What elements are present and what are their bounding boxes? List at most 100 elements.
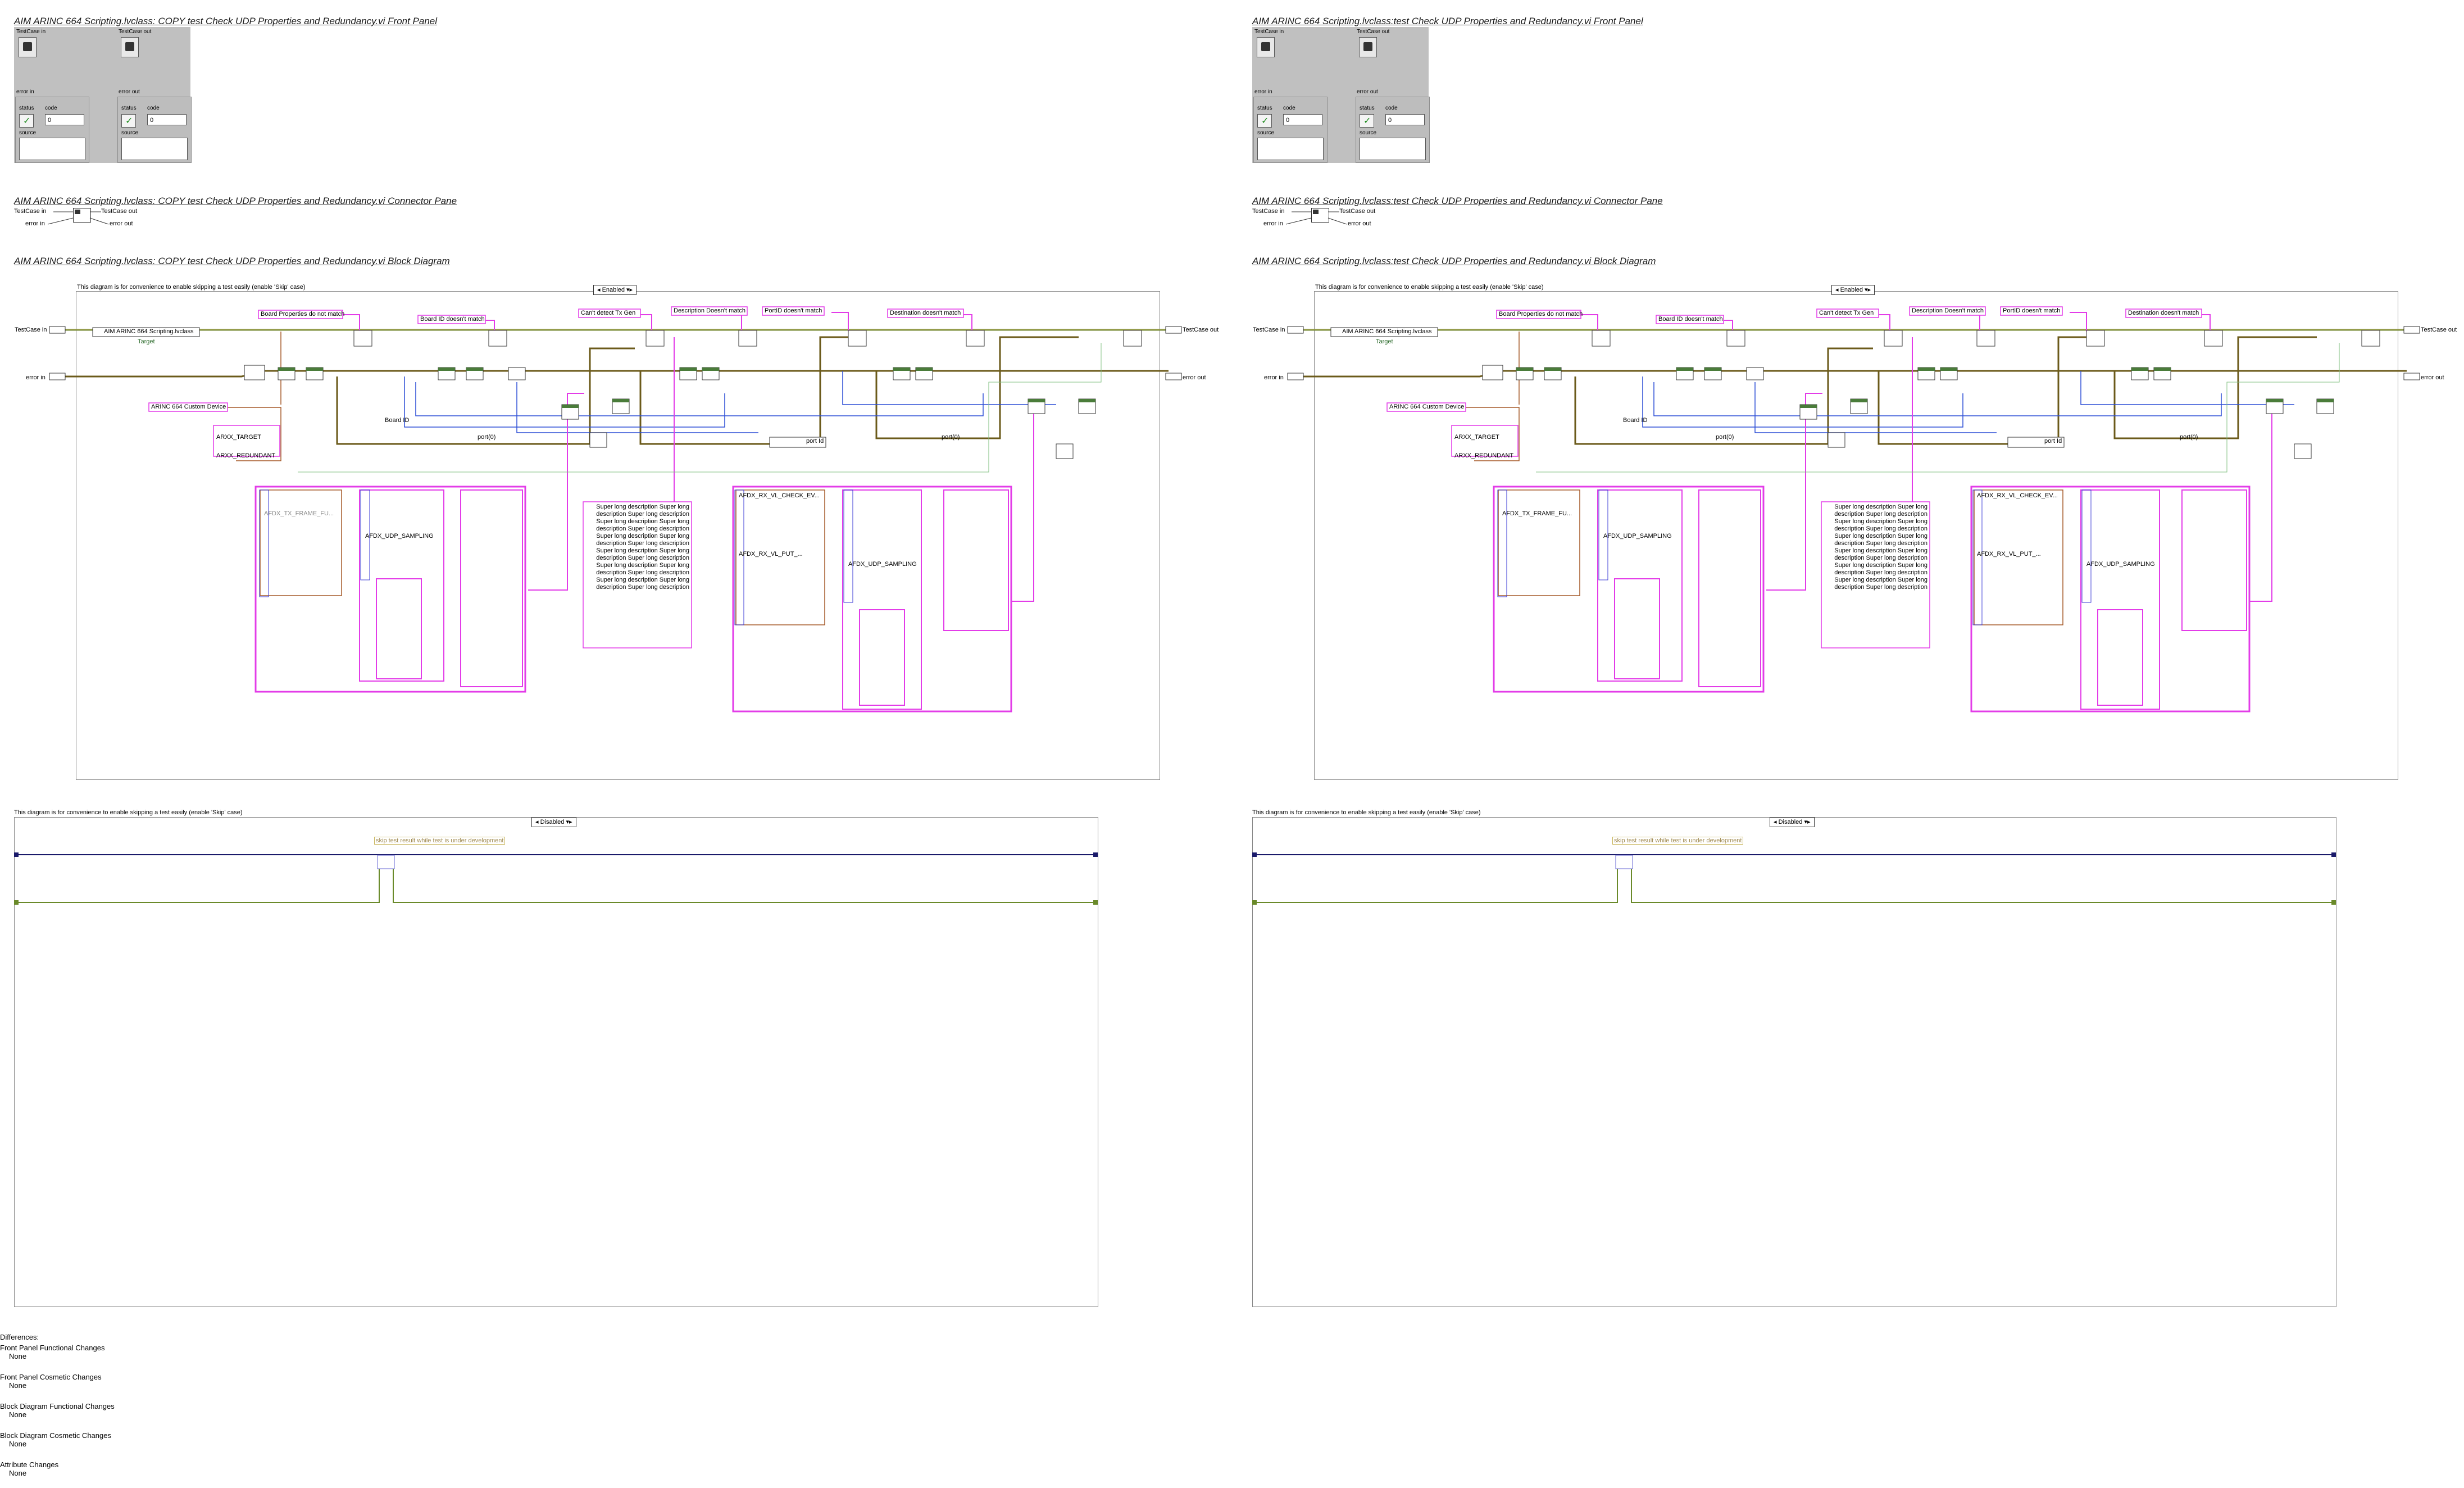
status-label: status [1257,105,1272,111]
enum-udp-sampling[interactable]: AFDX_UDP_SAMPLING [1603,533,1672,539]
enum-target[interactable]: ARXX_TARGET [1454,434,1499,441]
diff-value: None [9,1352,27,1360]
cp-testcase-out: TestCase out [101,208,138,215]
right-column: AIM ARINC 664 Scripting.lvclass:test Che… [1238,0,2457,1315]
enum-target[interactable]: ARXX_TARGET [216,434,261,441]
block-diagram-wiring [1287,306,2420,713]
diff-category: Block Diagram Cosmetic Changes [0,1431,111,1440]
diff-value: None [9,1381,27,1390]
msg-description: Description Doesn't match [1912,307,1984,314]
testcase-in-label: TestCase in [1254,29,1284,35]
port-id-label: port Id [2044,438,2062,444]
enum-udp-sampling[interactable]: AFDX_UDP_SAMPLING [365,533,434,539]
diff-category: Front Panel Functional Changes [0,1344,105,1352]
connector-pane: TestCase in error in TestCase out error … [1252,207,1421,229]
board-id-label: Board ID [385,417,410,424]
msg-port-id: PortID doesn't match [765,307,822,314]
code-label: code [1385,105,1398,111]
vi-icon [73,208,91,223]
error-out-terminal: error out [2421,374,2444,381]
case-label: Disabled [540,819,565,825]
cp-error-in: error in [25,220,45,227]
testcase-out-indicator [1359,37,1377,57]
enum-vl-check[interactable]: AFDX_RX_VL_CHECK_EV... [1977,492,2058,499]
error-in-terminal: error in [1264,374,1284,381]
enum-frame[interactable]: AFDX_TX_FRAME_FU... [1502,510,1572,517]
class-constant: AIM ARINC 664 Scripting.lvclass [104,328,194,335]
front-panel: TestCase in TestCase out error in status… [14,27,192,163]
error-in-terminal: error in [26,374,46,381]
msg-description: Description Doesn't match [674,307,746,314]
enum-frame[interactable]: AFDX_TX_FRAME_FU... [264,510,334,517]
case-label: Enabled [1840,287,1863,293]
enum-vl-check[interactable]: AFDX_RX_VL_CHECK_EV... [739,492,820,499]
block-diagram-title: AIM ARINC 664 Scripting.lvclass: COPY te… [14,256,450,266]
enum-udp-sampling-2[interactable]: AFDX_UDP_SAMPLING [848,561,917,568]
super-long-description: Super long description Super long descri… [596,503,689,591]
code-field[interactable]: 0 [45,114,84,125]
source-field[interactable] [19,138,85,160]
source-field[interactable] [1257,138,1324,160]
source-indicator [121,138,188,160]
case-selector-disabled[interactable]: ◂ Disabled ▾▸ [531,817,576,827]
testcase-in-control[interactable] [1257,37,1275,57]
front-panel: TestCase in TestCase out error in status… [1252,27,1430,163]
board-id-label: Board ID [1623,417,1648,424]
disabled-block-frame: ◂ Disabled ▾▸ skip test result while tes… [1252,817,2336,1307]
port0-label: port(0) [1716,434,1734,441]
enum-vl-put[interactable]: AFDX_RX_VL_PUT_... [1977,551,2041,557]
diff-category: Block Diagram Functional Changes [0,1402,115,1410]
status-label: status [121,105,137,111]
cp-error-in: error in [1263,220,1283,227]
source-label: source [1257,130,1275,136]
source-label: source [121,130,139,136]
port0-label-2: port(0) [2180,434,2198,441]
msg-board-id: Board ID doesn't match [1658,316,1723,323]
error-out-terminal: error out [1183,374,1206,381]
cp-error-out: error out [110,220,133,227]
case-label: Enabled [602,287,625,293]
status-checkbox[interactable] [1257,114,1272,128]
testcase-in-control[interactable] [19,37,37,57]
code-field[interactable]: 0 [1283,114,1322,125]
disabled-block-frame: ◂ Disabled ▾▸ skip test result while tes… [14,817,1098,1307]
vi-icon [1311,208,1329,223]
case-selector-enabled[interactable]: ◂ Enabled ▾▸ [1831,285,1875,295]
differences-header: Differences: [0,1333,39,1341]
block-diagram-frame: This diagram is for convenience to enabl… [1314,284,2398,780]
source-label: source [1360,130,1377,136]
enum-redundant[interactable]: ARXX_REDUNDANT [1454,452,1514,459]
msg-cant-detect: Can't detect Tx Gen [1819,310,1874,316]
target-label: Target [138,338,155,345]
port0-label: port(0) [478,434,496,441]
code-indicator: 0 [147,114,187,125]
skip-message: skip test result while test is under dev… [1612,837,1744,845]
connector-wires [47,211,109,225]
diff-value: None [9,1410,27,1419]
testcase-in-label: TestCase in [16,29,46,35]
error-in-cluster[interactable]: status code 0 source [1253,97,1328,163]
diff-category: Attribute Changes [0,1460,59,1469]
target-label: Target [1376,338,1393,345]
status-checkbox[interactable] [19,114,34,128]
error-out-cluster: status code 0 source [1356,97,1430,163]
block-diagram-wiring [49,306,1182,713]
custom-device-label: ARINC 664 Custom Device [151,403,226,410]
status-label: status [1360,105,1375,111]
skip-message: skip test result while test is under dev… [374,837,506,845]
case-selector-disabled[interactable]: ◂ Disabled ▾▸ [1770,817,1815,827]
port-id-label: port Id [806,438,824,444]
skip-note: This diagram is for convenience to enabl… [77,284,306,291]
enum-vl-put[interactable]: AFDX_RX_VL_PUT_... [739,551,803,557]
enum-udp-sampling-2[interactable]: AFDX_UDP_SAMPLING [2086,561,2155,568]
port0-label-2: port(0) [942,434,960,441]
case-selector-enabled[interactable]: ◂ Enabled ▾▸ [593,285,637,295]
skip-note: This diagram is for convenience to enabl… [1315,284,1544,291]
msg-port-id: PortID doesn't match [2003,307,2061,314]
block-diagram-title: AIM ARINC 664 Scripting.lvclass:test Che… [1252,256,1656,266]
front-panel-title: AIM ARINC 664 Scripting.lvclass:test Che… [1252,16,1643,26]
status-label: status [19,105,34,111]
error-in-cluster[interactable]: status code 0 source [15,97,89,163]
enum-redundant[interactable]: ARXX_REDUNDANT [216,452,276,459]
source-indicator [1360,138,1426,160]
